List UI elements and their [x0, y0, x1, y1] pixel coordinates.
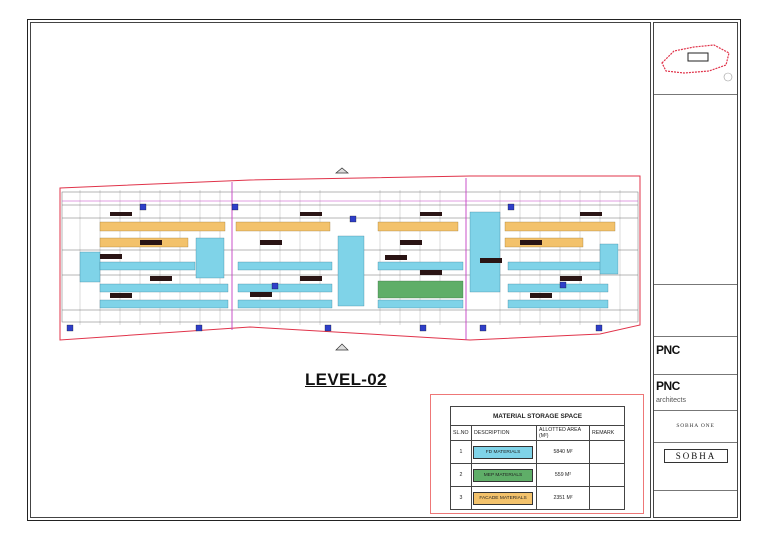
- legend-title: MATERIAL STORAGE SPACE: [450, 406, 625, 426]
- level-title: LEVEL-02: [305, 370, 387, 389]
- pnc-logo-1: PNC: [656, 343, 680, 357]
- project-cell: SOBHA ONE: [654, 411, 737, 443]
- row-area: 2351 M²: [536, 486, 590, 510]
- revisions-cell: [654, 285, 737, 337]
- client-cell: SOBHA: [654, 443, 737, 491]
- fd-storage-areas: [79, 211, 619, 309]
- mep-storage-areas: [377, 280, 464, 299]
- row-sl-no: 2: [450, 463, 472, 487]
- project-name: SOBHA ONE: [676, 423, 715, 429]
- table-row: 2 MEP MATERIALS 559 M²: [450, 463, 625, 487]
- row-description: MEP MATERIALS: [471, 463, 537, 487]
- row-remark: [589, 440, 625, 464]
- header-allotted-area: ALLOTTED AREA (M²): [536, 425, 590, 441]
- mep-swatch: MEP MATERIALS: [473, 468, 533, 482]
- consultant-cell: PNC: [654, 337, 737, 375]
- notes-cell: [654, 95, 737, 285]
- structural-grid: [61, 191, 639, 323]
- facade-swatch: FACADE MATERIALS: [473, 491, 533, 505]
- row-area: 5840 M²: [536, 440, 590, 464]
- row-sl-no: 3: [450, 486, 472, 510]
- row-remark: [589, 486, 625, 510]
- key-plan-icon: [661, 44, 733, 82]
- drawing-info-cell: [654, 491, 737, 519]
- row-remark: [589, 463, 625, 487]
- equipment-blocks: [100, 212, 602, 298]
- site-outline: [59, 175, 641, 341]
- header-description: DESCRIPTION: [471, 425, 537, 441]
- table-row: 1 FD MATERIALS 5840 M²: [450, 440, 625, 464]
- architect-sub-label: architects: [656, 397, 686, 404]
- row-sl-no: 1: [450, 440, 472, 464]
- drawing-area: [30, 22, 651, 518]
- material-storage-table: MATERIAL STORAGE SPACE SL.NO DESCRIPTION…: [450, 406, 625, 510]
- header-remark: REMARK: [589, 425, 625, 441]
- pnc-logo-2: PNC: [656, 379, 680, 393]
- row-area: 559 M²: [536, 463, 590, 487]
- key-plan-cell: [654, 23, 737, 95]
- sobha-logo: SOBHA: [664, 449, 728, 463]
- row-description: FD MATERIALS: [471, 440, 537, 464]
- table-row: 3 FACADE MATERIALS 2351 M²: [450, 486, 625, 510]
- title-block: PNC PNC architects SOBHA ONE SOBHA: [653, 22, 738, 518]
- section-markers: [335, 167, 349, 351]
- row-description: FACADE MATERIALS: [471, 486, 537, 510]
- fd-swatch: FD MATERIALS: [473, 445, 533, 459]
- architect-cell: PNC architects: [654, 375, 737, 411]
- header-sl-no: SL.NO: [450, 425, 472, 441]
- marker-squares: [66, 203, 603, 332]
